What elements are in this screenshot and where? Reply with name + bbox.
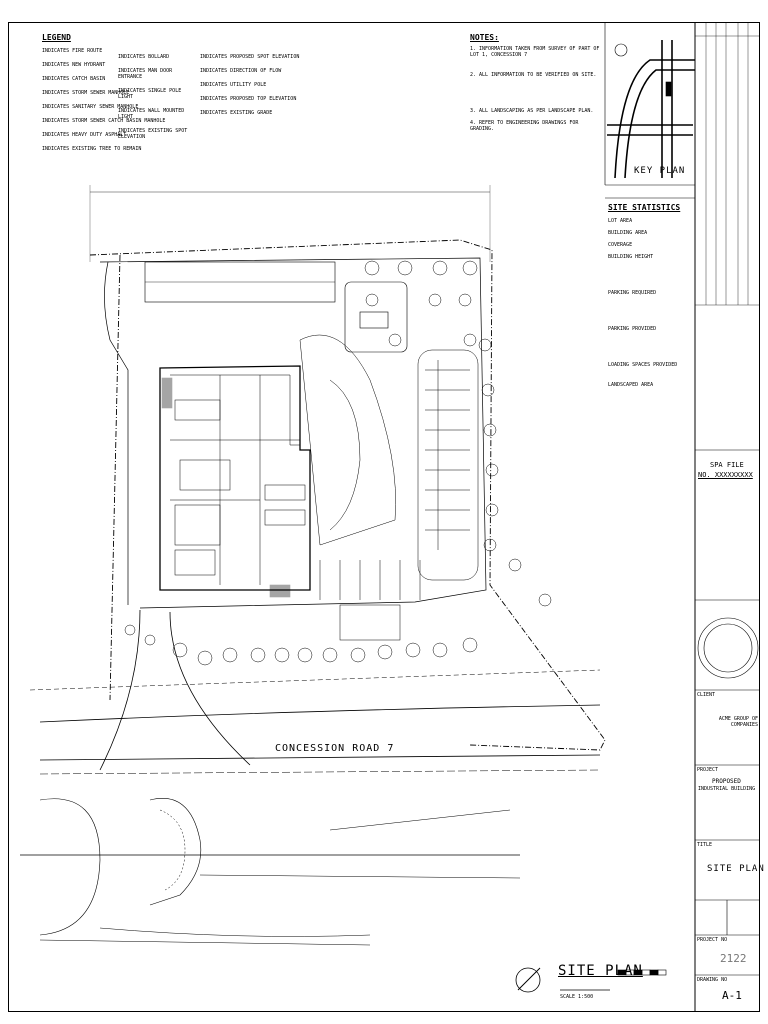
legend-item: INDICATES FIRE ROUTE: [42, 48, 103, 54]
legend-item: INDICATES EXISTING SPOT ELEVATION: [118, 128, 188, 140]
legend-item: INDICATES DIRECTION OF FLOW: [200, 68, 282, 74]
legend-item: INDICATES HEAVY DUTY ASPHALT: [42, 132, 127, 138]
drawing-title-label: TITLE: [697, 842, 713, 848]
site-statistics-list: LOT AREA BUILDING AREA COVERAGE BUILDING…: [608, 218, 693, 388]
stat-line: LOT AREA: [608, 218, 633, 224]
legend-item: INDICATES CATCH BASIN: [42, 76, 106, 82]
legend-item: INDICATES EXISTING TREE TO REMAIN: [42, 146, 142, 152]
project-line1: PROPOSED: [712, 778, 741, 785]
project-line2: INDUSTRIAL BUILDING: [698, 786, 756, 792]
legend-title: LEGEND: [42, 33, 71, 42]
drawing-no-label: DRAWING NO: [697, 977, 728, 983]
plan-title: SITE PLAN: [558, 963, 643, 979]
stat-line: LANDSCAPED AREA: [608, 382, 654, 388]
road-label: CONCESSION ROAD 7: [275, 743, 395, 754]
stat-line: COVERAGE: [608, 242, 633, 248]
stat-line: PARKING REQUIRED: [608, 290, 657, 296]
legend-item: INDICATES BOLLARD: [118, 54, 170, 60]
legend-item: INDICATES SANITARY SEWER MANHOLE: [42, 104, 139, 110]
legend-item: INDICATES EXISTING GRADE: [200, 110, 273, 116]
stat-line: PARKING PROVIDED: [608, 326, 657, 332]
project-no: 2122: [720, 952, 747, 965]
legend-item: INDICATES WALL MOUNTED LIGHT: [118, 108, 185, 120]
owner-label: CLIENT: [697, 692, 716, 698]
owner-name: ACME GROUP OF COMPANIES: [718, 716, 758, 728]
drawing-no: A-1: [722, 989, 742, 1002]
notes-title: NOTES:: [470, 33, 499, 42]
spa-file-number: NO. XXXXXXXXX: [698, 471, 753, 479]
stat-line: BUILDING AREA: [608, 230, 648, 236]
notes-list: 1. INFORMATION TAKEN FROM SURVEY OF PART…: [470, 46, 602, 132]
note-item: 2. ALL INFORMATION TO BE VERIFIED ON SIT…: [470, 72, 597, 78]
legend-item: INDICATES MAN DOOR ENTRANCE: [118, 68, 173, 80]
legend-list-3: INDICATES PROPOSED SPOT ELEVATION INDICA…: [200, 54, 310, 116]
note-item: 4. REFER TO ENGINEERING DRAWINGS FOR GRA…: [470, 120, 579, 132]
spa-file-label: SPA FILE: [710, 461, 744, 469]
note-item: 3. ALL LANDSCAPING AS PER LANDSCAPE PLAN…: [470, 108, 594, 114]
plan-scale: SCALE 1:500: [560, 994, 594, 1000]
note-item: 1. INFORMATION TAKEN FROM SURVEY OF PART…: [470, 46, 600, 58]
project-no-label: PROJECT NO: [697, 937, 728, 943]
legend-item: INDICATES UTILITY POLE: [200, 82, 267, 88]
project-label: PROJECT: [697, 767, 719, 773]
drawing-sheet: [8, 22, 760, 1012]
drawing-title: SITE PLAN: [707, 864, 765, 874]
legend-item: INDICATES SINGLE POLE LIGHT: [118, 88, 182, 100]
legend-item: INDICATES PROPOSED SPOT ELEVATION: [200, 54, 300, 60]
site-statistics-title: SITE STATISTICS: [608, 203, 681, 212]
legend-list-2: INDICATES BOLLARD INDICATES MAN DOOR ENT…: [118, 54, 198, 140]
stat-line: BUILDING HEIGHT: [608, 254, 654, 260]
key-plan-title: KEY PLAN: [634, 166, 686, 176]
legend-item: INDICATES STORM SEWER CATCH BASIN MANHOL…: [42, 118, 166, 124]
stat-line: LOADING SPACES PROVIDED: [608, 362, 678, 368]
legend-item: INDICATES PROPOSED TOP ELEVATION: [200, 96, 297, 102]
legend-item: INDICATES NEW HYDRANT: [42, 62, 106, 68]
legend-item: INDICATES STORM SEWER MANHOLE: [42, 90, 130, 96]
legend-list: INDICATES FIRE ROUTE INDICATES NEW HYDRA…: [42, 48, 192, 152]
